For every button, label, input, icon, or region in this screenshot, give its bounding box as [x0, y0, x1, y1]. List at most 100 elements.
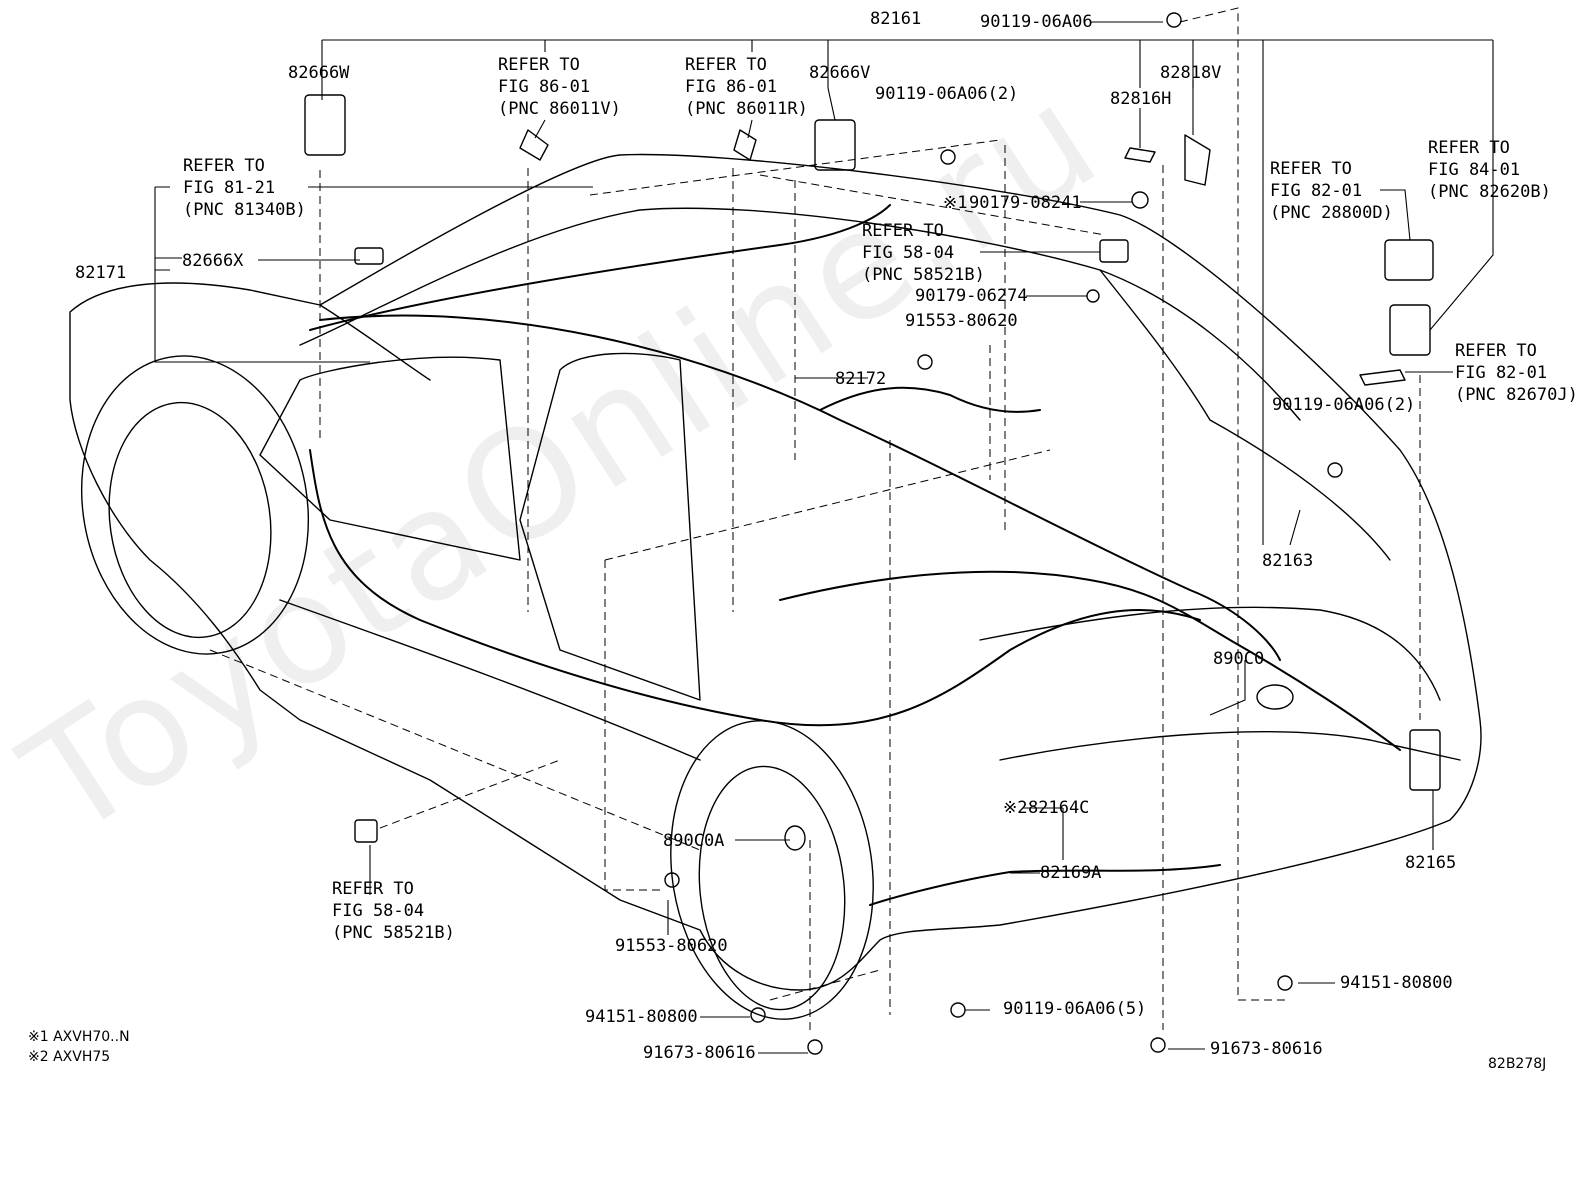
leader-82163: [1289, 509, 1301, 546]
label-90119-06A06-5: 90119-06A06(5): [1003, 999, 1147, 1019]
ref-line: (PNC 28800D): [1270, 203, 1393, 223]
bolt-head: [807, 1039, 823, 1055]
ref-line: REFER TO: [332, 879, 414, 899]
label-82164C-marker: ※2: [1003, 798, 1028, 818]
rear-window-line: [1099, 269, 1391, 561]
part-86011V: [519, 129, 549, 161]
ref-line: (PNC 82670J): [1455, 385, 1578, 405]
label-82818V: 82818V: [1160, 63, 1222, 83]
label-82172: 82172: [835, 369, 887, 389]
bolt-head: [750, 1007, 766, 1023]
part-890C0: [1256, 684, 1294, 710]
ref-line: (PNC 81340B): [183, 200, 306, 220]
bolt-head: [1277, 975, 1293, 991]
ref-line: (PNC 86011V): [498, 99, 621, 119]
clip: [1086, 289, 1100, 303]
label-91553-80620-b: 91553-80620: [615, 936, 728, 956]
dashed-line: [589, 139, 1001, 196]
dashed-line: [604, 449, 1051, 561]
dashed-line: [379, 759, 561, 829]
refer-fig-86-01-v: REFER TO FIG 86-01 (PNC 86011V): [498, 54, 621, 120]
label-890C0: 890C0: [1213, 649, 1265, 669]
rear-harness: [779, 570, 1401, 751]
refer-fig-86-01-r: REFER TO FIG 86-01 (PNC 86011R): [685, 54, 808, 120]
refer-fig-84-01: REFER TO FIG 84-01 (PNC 82620B): [1428, 137, 1551, 203]
label-90119-06A06-2a: 90119-06A06(2): [875, 84, 1019, 104]
label-82163: 82163: [1262, 551, 1314, 571]
refer-fig-58-04-b: REFER TO FIG 58-04 (PNC 58521B): [332, 878, 455, 944]
leader-86011V: [534, 119, 546, 139]
footnote-axvh70: ※1 AXVH70..N: [28, 1029, 130, 1045]
floor-harness: [309, 449, 1201, 727]
roof-line: [299, 207, 1301, 421]
part-890C0A: [784, 825, 806, 851]
label-90119-06A06-top: 90119-06A06: [980, 12, 1093, 32]
rocker-line: [279, 599, 701, 761]
ref-line: REFER TO: [1455, 341, 1537, 361]
part-82620B: [1389, 304, 1431, 356]
upper-cable: [819, 386, 1041, 413]
label-90179-08241: 90179-08241: [969, 193, 1082, 213]
rear-bumper: [999, 731, 1461, 761]
label-82169A: 82169A: [1040, 863, 1102, 883]
leader-890C0: [1209, 660, 1246, 716]
label-82666V: 82666V: [809, 63, 871, 83]
label-90179-08241-marker: ※1: [943, 193, 968, 213]
ref-line: REFER TO: [1270, 159, 1352, 179]
part-82666W: [304, 94, 346, 156]
sensor-harness: [869, 864, 1221, 906]
dashed-line: [769, 969, 881, 1001]
label-94151-80800-a: 94151-80800: [585, 1007, 698, 1027]
label-91673-80616-b: 91673-80616: [1210, 1039, 1323, 1059]
dashed-line: [209, 649, 701, 851]
label-82161: 82161: [870, 9, 922, 29]
leader-fig8401: [1429, 155, 1494, 331]
diagram-drawing: [69, 7, 1494, 1055]
part-82818V: [1184, 134, 1211, 186]
ref-line: FIG 82-01: [1270, 181, 1363, 201]
bolt-head: [664, 872, 680, 888]
bolt-head: [1327, 462, 1343, 478]
refer-fig-58-04-a: REFER TO FIG 58-04 (PNC 58521B): [862, 220, 985, 286]
front-wheel: [108, 401, 272, 639]
label-82171: 82171: [75, 263, 127, 283]
rear-wheel: [698, 765, 846, 1011]
leader-fig8201a: [1380, 189, 1411, 241]
car-body-outline: [69, 153, 1482, 991]
bolt-head: [1150, 1037, 1166, 1053]
label-90119-06A06-2b: 90119-06A06(2): [1272, 395, 1416, 415]
bolt-head: [1166, 12, 1182, 28]
figure-code: 82B278J: [1488, 1056, 1547, 1072]
part-28800D: [1384, 239, 1434, 281]
rear-door: [519, 352, 701, 701]
ref-line: REFER TO: [183, 156, 265, 176]
ref-line: REFER TO: [1428, 138, 1510, 158]
ref-line: FIG 86-01: [498, 77, 591, 97]
ref-line: (PNC 58521B): [332, 923, 455, 943]
wiring-harness-diagram: ToyotaOnline.ru: [0, 7, 1578, 1072]
trunk-lid: [979, 606, 1441, 701]
ref-line: REFER TO: [498, 55, 580, 75]
rear-wheel-arch: [670, 720, 874, 1020]
label-82816H: 82816H: [1110, 89, 1172, 109]
part-82666X: [354, 247, 384, 265]
label-94151-80800-b: 94151-80800: [1340, 973, 1453, 993]
footnote-axvh75: ※2 AXVH75: [28, 1049, 111, 1065]
part-82816H: [1124, 147, 1156, 163]
refer-fig-81-21: REFER TO FIG 81-21 (PNC 81340B): [183, 155, 306, 221]
refer-fig-82-01-a: REFER TO FIG 82-01 (PNC 28800D): [1270, 158, 1393, 224]
ref-line: FIG 81-21: [183, 178, 276, 198]
leader-82666V: [827, 87, 836, 121]
roof-harness: [319, 314, 1281, 661]
windshield-line: [319, 304, 431, 381]
leader-82171: [154, 186, 370, 363]
dashed-line: [759, 174, 1106, 236]
ref-line: FIG 84-01: [1428, 160, 1521, 180]
dashed-line: [1179, 7, 1239, 548]
label-82666W: 82666W: [288, 63, 350, 83]
dashed-line: [1237, 545, 1290, 1001]
part-82670J: [1359, 369, 1406, 386]
label-82165: 82165: [1405, 853, 1457, 873]
ref-line: REFER TO: [685, 55, 767, 75]
ref-line: REFER TO: [862, 221, 944, 241]
